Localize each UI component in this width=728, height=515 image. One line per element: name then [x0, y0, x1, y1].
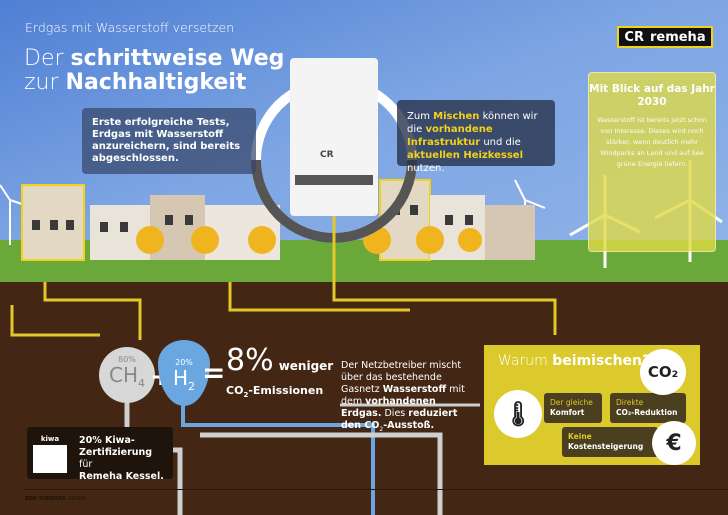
emissions-label: CO2-Emissionen	[226, 384, 324, 400]
boiler-logo: CR	[320, 150, 334, 160]
euro-crossed-icon: €	[652, 421, 696, 465]
outlook-2030-card: Mit Blick auf das Jahr 2030 Wasserstoff …	[588, 72, 716, 252]
grid-operator-text: Der Netzbetreiber mischt über das besteh…	[341, 360, 465, 433]
houses	[21, 179, 535, 261]
page-title-line2: zur Nachhaltigkeit	[24, 70, 247, 95]
co2-down-icon: CO₂	[640, 349, 686, 395]
reduction-value: 8% weniger	[226, 343, 334, 378]
tests-info-box: Erste erfolgreiche Tests, Erdgas mit Was…	[82, 108, 256, 174]
equals-sign: =	[202, 356, 226, 389]
subtitle: Erdgas mit Wasserstoff versetzen	[25, 20, 235, 35]
methane-circle: 80%CH4	[99, 347, 155, 403]
kiwa-logo: kiwa	[33, 433, 67, 473]
thermometer-icon: 🌡	[494, 390, 542, 438]
hydrogen-drop: 20%H2	[158, 340, 210, 406]
why-heading: Warum beimischen?	[498, 353, 651, 369]
boiler	[290, 58, 378, 216]
footer-divider	[25, 489, 728, 490]
card-title: Mit Blick auf das Jahr 2030	[589, 83, 715, 108]
footer-brand: BDR THERMEA GROUP	[25, 496, 86, 502]
trees	[136, 226, 482, 254]
card-text: Wasserstoff ist bereits jetzt schon von …	[597, 116, 707, 168]
page-title-line1: Der schrittweise Weg	[24, 46, 285, 71]
infrastructure-info-box: Zum Mischen können wir die vorhandene In…	[397, 100, 555, 174]
